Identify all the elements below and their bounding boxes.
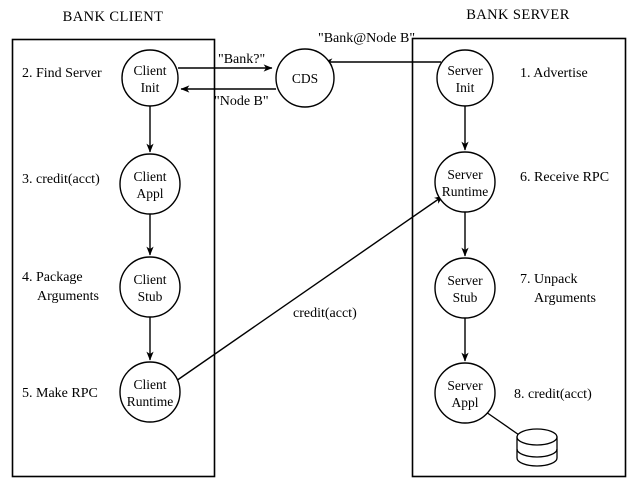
node-server-stub-line1: Server xyxy=(447,273,483,288)
step-label-credit-acct-server: 8. credit(acct) xyxy=(514,387,592,402)
node-server-stub[interactable]: Server Stub xyxy=(434,257,496,319)
node-server-stub-line2: Stub xyxy=(453,290,478,305)
step-label-package-arguments-2: Arguments xyxy=(37,289,99,304)
edge-label-node-reply: "Node B" xyxy=(214,94,269,109)
node-client-runtime-line1: Client xyxy=(134,377,167,392)
step-label-package-arguments-1: 4. Package xyxy=(22,270,83,285)
node-cds[interactable]: CDS xyxy=(275,48,335,108)
node-server-init-line1: Server xyxy=(447,63,483,78)
node-client-runtime[interactable]: Client Runtime xyxy=(119,361,181,423)
step-label-find-server: 2. Find Server xyxy=(22,66,102,81)
bank-client-box xyxy=(11,38,216,478)
step-label-make-rpc: 5. Make RPC xyxy=(22,386,98,401)
bank-client-title: BANK CLIENT xyxy=(63,9,164,25)
edge-label-advertise-msg: "Bank@Node B" xyxy=(318,31,415,46)
bank-server-box xyxy=(411,37,627,478)
node-client-stub[interactable]: Client Stub xyxy=(119,256,181,318)
node-client-init-line1: Client xyxy=(134,63,167,78)
edge-client-runtime-to-server-runtime xyxy=(175,195,444,382)
edge-label-bank-query: "Bank?" xyxy=(218,52,265,67)
node-server-init[interactable]: Server Init xyxy=(436,49,494,107)
node-client-appl-line2: Appl xyxy=(137,186,164,201)
node-server-appl-line1: Server xyxy=(447,378,483,393)
step-label-unpack-arguments-1: 7. Unpack xyxy=(520,272,578,287)
edge-label-rpc-call: credit(acct) xyxy=(293,306,357,321)
node-client-stub-line1: Client xyxy=(134,272,167,287)
node-server-runtime[interactable]: Server Runtime xyxy=(434,151,496,213)
account-database xyxy=(516,428,558,467)
step-label-advertise: 1. Advertise xyxy=(520,66,588,81)
node-client-runtime-line2: Runtime xyxy=(127,394,174,409)
node-server-init-line2: Init xyxy=(456,80,475,95)
node-server-appl-line2: Appl xyxy=(452,395,479,410)
step-label-credit-acct: 3. credit(acct) xyxy=(22,172,100,187)
node-client-appl[interactable]: Client Appl xyxy=(119,153,181,215)
node-client-appl-line1: Client xyxy=(134,169,167,184)
node-server-runtime-line2: Runtime xyxy=(442,184,489,199)
edge-server-appl-to-database xyxy=(485,411,523,438)
node-client-stub-line2: Stub xyxy=(138,289,163,304)
bank-server-title: BANK SERVER xyxy=(466,7,570,23)
node-server-appl[interactable]: Server Appl xyxy=(434,362,496,424)
node-server-runtime-line1: Server xyxy=(447,167,483,182)
node-cds-label: CDS xyxy=(292,71,318,86)
node-client-init-line2: Init xyxy=(141,80,160,95)
step-label-receive-rpc: 6. Receive RPC xyxy=(520,170,609,185)
node-client-init[interactable]: Client Init xyxy=(121,49,179,107)
step-label-unpack-arguments-2: Arguments xyxy=(534,291,596,306)
